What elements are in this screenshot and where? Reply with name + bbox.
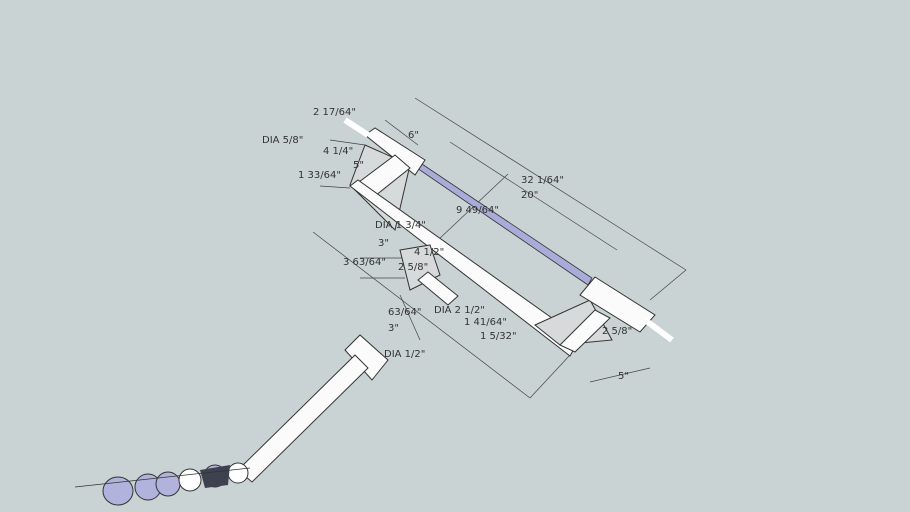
dim-label: 4 1/2" [414,247,444,258]
dim-label: 1 41/64" [464,317,507,328]
dim-label: 2 5/8" [602,326,632,337]
right-brace[interactable] [559,309,611,353]
dim-label: 20" [521,190,538,201]
right-tube[interactable] [579,276,656,333]
dim-label: DIA 5/8" [262,135,303,146]
threaded-rod[interactable] [413,161,593,286]
dim-label: DIA 2 1/2" [434,305,485,316]
dim-label: 6" [408,130,419,141]
dim-label: 63/64" [388,307,421,318]
center-sleeve[interactable] [417,271,459,306]
left-pin [343,117,370,138]
dim-label: 32 1/64" [521,175,564,186]
dim-label: 1 5/32" [480,331,517,342]
dim-label: DIA 1 3/4" [375,220,426,231]
dimension-lines [312,97,687,399]
dim-label: 4 1/4" [323,146,353,157]
handle-shaft[interactable] [237,354,369,483]
dim-label: 5" [353,160,364,171]
dim-label: 2 5/8" [398,262,428,273]
dim-label: 3" [378,238,389,249]
right-pin [643,317,674,343]
dim-label: 1 33/64" [298,170,341,181]
dim-label: 5" [618,371,629,382]
dimension-labels: 2 17/64" DIA 5/8" 4 1/4" 5" 1 33/64" 6" … [262,107,632,382]
dim-label: 2 17/64" [313,107,356,118]
dim-label: 9 49/64" [456,205,499,216]
dim-label: DIA 1/2" [384,349,425,360]
dim-label: 3" [388,323,399,334]
dim-label: 3 63/64" [343,257,386,268]
spiral-grip [74,462,251,506]
